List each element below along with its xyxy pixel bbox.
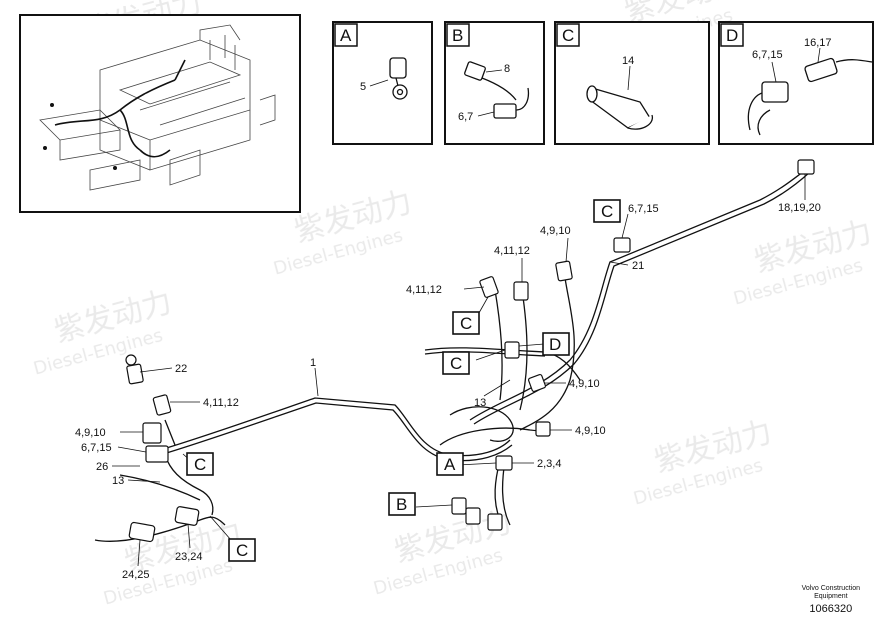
plug-connector-pair — [747, 57, 873, 136]
svg-text:C: C — [194, 455, 206, 474]
tag-C-bottom: C — [228, 538, 256, 562]
company-line-2: Equipment — [814, 593, 848, 600]
connector-6-7-15-top — [613, 237, 631, 253]
svg-text:C: C — [450, 354, 462, 373]
callout-2-3-4: 2,3,4 — [537, 458, 561, 470]
company-line-1: Volvo Construction — [801, 585, 860, 592]
connector-4-9-10-top — [555, 260, 573, 282]
callout-4-9-10-top: 4,9,10 — [540, 225, 571, 237]
detail-box-B: B 8 6,7 — [444, 21, 545, 145]
overview-inset — [19, 14, 301, 213]
tag-A-mid: A — [436, 452, 464, 476]
detail-box-C: C 14 — [554, 21, 710, 145]
svg-text:A: A — [444, 455, 456, 474]
callout-4-9-10-right1: 4,9,10 — [569, 378, 600, 390]
connectors — [125, 159, 815, 543]
callout-18-19-20: 18,19,20 — [778, 202, 821, 214]
connector-4-11-12-mid1 — [479, 276, 499, 298]
callout-26: 26 — [96, 461, 108, 473]
tag-C-top: C — [593, 199, 621, 223]
tag-D-mid: D — [542, 332, 570, 356]
svg-text:C: C — [460, 314, 472, 333]
callout-13-left: 13 — [112, 475, 124, 487]
tag-B-bottom: B — [388, 492, 416, 516]
callout-4-11-12-mid2: 4,11,12 — [494, 245, 530, 257]
detail-A-label-5: 5 — [360, 81, 366, 93]
detail-B-label-6-7: 6,7 — [458, 111, 473, 123]
callout-6-7-15-top: 6,7,15 — [628, 203, 659, 215]
connector-B-2 — [465, 507, 481, 525]
callout-4-11-12-mid1: 4,11,12 — [406, 284, 442, 296]
callout-22: 22 — [175, 363, 187, 375]
detail-box-D: D 6,7,15 16,17 — [718, 21, 874, 145]
detail-box-A: A 5 — [332, 21, 433, 145]
callout-23-24: 23,24 — [175, 551, 203, 563]
tag-C-mid2: C — [442, 351, 470, 375]
rubber-boot — [586, 85, 653, 130]
callout-13-mid: 13 — [474, 397, 486, 409]
connector-4-11-12-left — [152, 394, 172, 416]
reference-tags: C C C C C D A B — [186, 199, 621, 562]
callout-4-9-10-left: 4,9,10 — [75, 427, 106, 439]
svg-text:B: B — [396, 495, 407, 514]
harness-highlight — [54, 59, 186, 158]
svg-text:C: C — [601, 202, 613, 221]
connector-23-24 — [174, 506, 200, 526]
callout-4-11-12-left: 4,11,12 — [203, 397, 239, 409]
connector-24-25 — [128, 521, 156, 543]
tag-C-left: C — [186, 452, 214, 476]
ring-terminal-22 — [125, 354, 144, 385]
detail-C-label-14: 14 — [622, 55, 634, 67]
footer: Volvo Construction Equipment 1066320 — [802, 585, 860, 615]
connector-4-11-12-mid2 — [513, 281, 529, 301]
connector-6-7-15-left — [145, 445, 169, 463]
detail-box-B-letter: B — [452, 26, 463, 45]
detail-B-label-8: 8 — [504, 63, 510, 75]
connector-2-3-4 — [495, 455, 513, 471]
svg-text:C: C — [236, 541, 248, 560]
tag-C-mid1: C — [452, 311, 480, 335]
detail-box-C-letter: C — [562, 26, 574, 45]
drawing-number: 1066320 — [809, 603, 853, 615]
detail-D-label-16-17: 16,17 — [804, 37, 832, 49]
connector-4-9-10-right2 — [535, 421, 551, 437]
detail-box-D-letter: D — [726, 26, 738, 45]
connector-4-9-10-right1 — [527, 373, 547, 393]
callout-4-9-10-right2: 4,9,10 — [575, 425, 606, 437]
detail-box-A-letter: A — [340, 26, 352, 45]
connector-B-3 — [487, 513, 503, 531]
connector-B-1 — [451, 497, 467, 515]
callout-21: 21 — [632, 260, 644, 272]
callout-6-7-15-left: 6,7,15 — [81, 442, 112, 454]
detail-D-label-6-7-15: 6,7,15 — [752, 49, 783, 61]
callout-1: 1 — [310, 357, 316, 369]
callout-labels: 1 22 4,11,12 4,9,10 6,7,15 26 13 23,24 2… — [75, 202, 821, 581]
ring-terminal — [389, 57, 408, 100]
connector-C-mid — [504, 341, 520, 359]
splice-connector — [464, 61, 530, 119]
connector-18-19-20 — [797, 159, 815, 175]
callout-24-25: 24,25 — [122, 569, 150, 581]
svg-text:D: D — [549, 335, 561, 354]
connector-4-9-10-left — [142, 422, 162, 444]
